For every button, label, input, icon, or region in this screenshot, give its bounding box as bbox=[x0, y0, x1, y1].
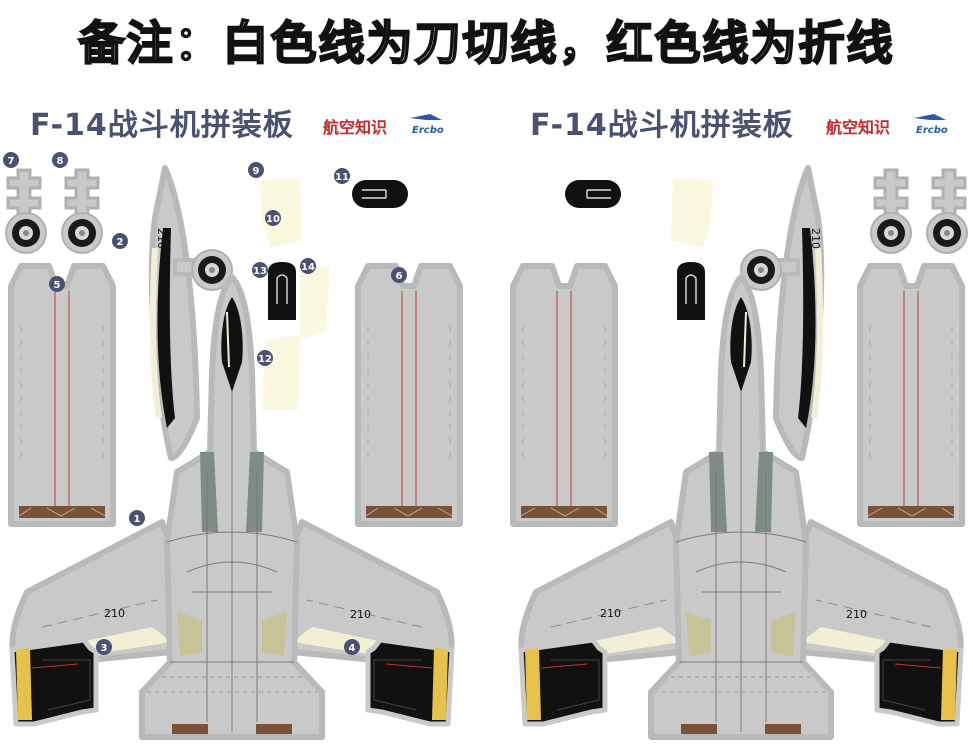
svg-text:9: 9 bbox=[253, 166, 260, 177]
svg-text:10: 10 bbox=[266, 214, 280, 225]
svg-text:14: 14 bbox=[301, 262, 315, 273]
part-11-gear-door-mirror bbox=[564, 179, 622, 209]
part-11-gear-door bbox=[351, 179, 409, 209]
part-13-gear-door bbox=[267, 261, 297, 321]
brand-logo-text-left: Ercbo bbox=[412, 125, 444, 136]
part-number-badge: 6 bbox=[391, 267, 407, 283]
assembly-note: 备注：白色线为刀切线，红色线为折线 bbox=[78, 15, 895, 71]
brand-logo-left: Ercbo bbox=[408, 112, 446, 136]
part-number-badge: 12 bbox=[257, 350, 273, 366]
svg-text:1: 1 bbox=[134, 514, 141, 525]
svg-text:5: 5 bbox=[54, 280, 61, 291]
part-8-wheel-mirror bbox=[870, 212, 912, 254]
part-14-cream-piece bbox=[300, 265, 330, 340]
brand-name-left: 航空知识 bbox=[323, 118, 388, 137]
part-2-nose-cone bbox=[152, 168, 197, 458]
part-13-gear-door-mirror bbox=[676, 261, 706, 321]
nose-tail-code-left: 210 bbox=[155, 228, 168, 249]
wing-tail-code-right-b: 210 bbox=[846, 608, 867, 621]
part-12-cream-piece bbox=[262, 335, 300, 410]
part-number-badge: 2 bbox=[112, 233, 128, 249]
svg-text:11: 11 bbox=[335, 172, 349, 183]
brand-logo-right: Ercbo bbox=[912, 112, 950, 136]
part-3-fin bbox=[12, 640, 96, 724]
part-number-badge: 10 bbox=[265, 210, 281, 226]
svg-text:7: 7 bbox=[8, 156, 15, 167]
part-7-wheel-mirror bbox=[926, 212, 968, 254]
part-6-side-panel-mirror bbox=[513, 266, 615, 524]
part-number-badge: 14 bbox=[300, 258, 316, 274]
part-8-wheel bbox=[61, 212, 103, 254]
part-number-badge: 3 bbox=[96, 639, 112, 655]
part-4-fin-mirror bbox=[521, 640, 605, 724]
part-5-side-panel bbox=[11, 266, 113, 524]
right-sheet bbox=[513, 168, 968, 737]
wing-tail-code-left-a: 210 bbox=[104, 607, 125, 620]
ercbo-logo-icon bbox=[410, 114, 442, 120]
part-5-side-panel-mirror bbox=[860, 266, 962, 524]
part-6-side-panel bbox=[358, 266, 460, 524]
part-number-badge: 4 bbox=[344, 639, 360, 655]
part-number-badges: 1 2 3 4 5 6 7 8 9 10 11 12 13 14 bbox=[3, 152, 407, 655]
brand-logo-text-right: Ercbo bbox=[916, 125, 948, 136]
part-10-cream-piece bbox=[260, 178, 302, 248]
nose-tail-code-right: 210 bbox=[809, 228, 822, 249]
wing-tail-code-left-b: 210 bbox=[350, 608, 371, 621]
sheet-title-left: F-14战斗机拼装板 bbox=[30, 108, 294, 143]
part-number-badge: 1 bbox=[129, 510, 145, 526]
svg-text:13: 13 bbox=[253, 266, 267, 277]
svg-text:6: 6 bbox=[396, 271, 403, 282]
wing-tail-code-right-a: 210 bbox=[600, 607, 621, 620]
svg-text:8: 8 bbox=[57, 156, 64, 167]
part-3-fin-mirror bbox=[877, 640, 961, 724]
svg-text:3: 3 bbox=[101, 643, 108, 654]
part-number-badge: 11 bbox=[334, 168, 350, 184]
part-number-badge: 13 bbox=[252, 262, 268, 278]
brand-name-right: 航空知识 bbox=[826, 118, 891, 137]
part-2-nose-cone-mirror bbox=[776, 168, 821, 458]
part-number-badge: 8 bbox=[52, 152, 68, 168]
left-sheet: 210 210 210 bbox=[5, 168, 460, 737]
sheet-title-right: F-14战斗机拼装板 bbox=[530, 108, 794, 143]
part-number-badge: 5 bbox=[49, 276, 65, 292]
svg-text:4: 4 bbox=[349, 643, 356, 654]
svg-text:12: 12 bbox=[258, 354, 272, 365]
ercbo-logo-icon bbox=[914, 114, 946, 120]
part-7-wheel bbox=[5, 212, 47, 254]
part-4-fin bbox=[368, 640, 452, 724]
part-10-cream-piece-mirror bbox=[671, 178, 713, 248]
part-number-badge: 9 bbox=[248, 162, 264, 178]
part-number-badge: 7 bbox=[3, 152, 19, 168]
svg-text:2: 2 bbox=[117, 237, 124, 248]
